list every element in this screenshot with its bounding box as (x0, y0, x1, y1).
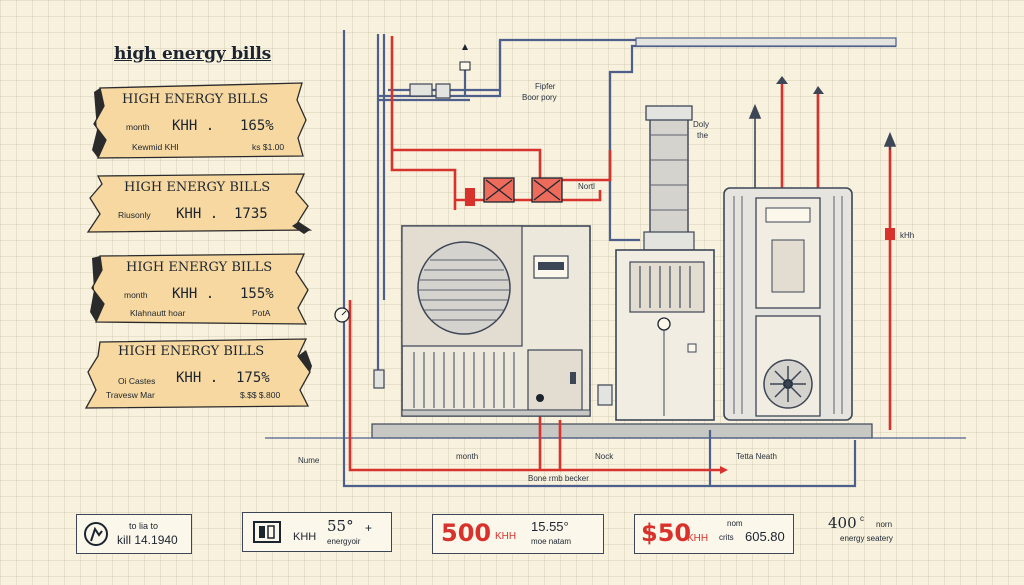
stat-value: 15.55° (531, 519, 569, 534)
torn-paper-shape (92, 82, 307, 159)
diagram-label: Nock (595, 452, 614, 461)
card-title: HIGH ENERGY BILLS (122, 92, 269, 107)
stat-value: 605.80 (745, 529, 785, 544)
stat-big-value: 400 (828, 514, 857, 532)
red-pipe-network (348, 36, 892, 472)
diagram-label: the (697, 131, 709, 140)
equipment-base-platform (371, 423, 873, 439)
card-label: Oi Castes (118, 376, 156, 386)
stat-small: nom (727, 519, 743, 528)
stat-unit: KHH (293, 531, 317, 543)
card-label: month (124, 290, 148, 300)
stat-label: to lia to (129, 521, 159, 531)
torn-paper-shape (84, 338, 312, 409)
stat-box: to lia to kill 14.1940 (76, 514, 192, 554)
heat-pump-unit (723, 187, 853, 421)
meter-icon (253, 521, 281, 543)
card-value: 155% (240, 286, 274, 302)
stat-big-value: $50 (641, 519, 692, 547)
card-unit: KHH . (176, 370, 219, 386)
diagram-label: Boor pory (522, 93, 557, 102)
stat-value: kill 14.1940 (117, 533, 178, 547)
torn-paper-shape (86, 173, 312, 234)
card-footer-left: Kewmid KHI (132, 142, 179, 152)
card-title: HIGH ENERGY BILLS (124, 180, 271, 195)
bill-card: HIGH ENERGY BILLS Riusonly KHH . 1735 (84, 170, 312, 234)
bill-card: HIGH ENERGY BILLS month KHH . 165% Kewmi… (92, 80, 310, 160)
card-footer-right: $.$$ $.800 (240, 390, 281, 400)
pump-icon (84, 522, 108, 546)
stat-small: energy seatery (840, 534, 893, 543)
diagram-label: Nortl (578, 182, 595, 191)
red-valve-right (531, 177, 563, 203)
card-footer-right: PotA (252, 308, 271, 318)
page-title: high energy bills (114, 44, 272, 64)
card-title: HIGH ENERGY BILLS (118, 344, 265, 359)
card-footer-right: ks $1.00 (252, 142, 285, 152)
stat-unit: KHH (687, 533, 709, 544)
diagram-label: Nume (298, 456, 320, 465)
card-unit: KHH . (172, 118, 215, 134)
pressure-gauge (334, 307, 350, 323)
stat-box: KHH 55° + energyoir (242, 512, 392, 552)
stat-sup: c (860, 514, 864, 523)
bill-card: HIGH ENERGY BILLS Oi Castes KHH . 175% T… (84, 336, 312, 410)
stat-box: $50 KHH nom crits 605.80 (634, 514, 794, 554)
stat-free-text: 400 c norn energy seatery (828, 514, 948, 554)
stat-big-value: 55° (327, 517, 354, 535)
bill-card: HIGH ENERGY BILLS month KHH . 155% Klahn… (90, 250, 312, 326)
stat-small: moe natam (531, 537, 572, 546)
diagram-label: Tetta Neath (736, 452, 777, 461)
diagram-label: kHh (900, 231, 915, 240)
card-unit: KHH . (172, 286, 215, 302)
card-unit: KHH . (176, 206, 219, 222)
card-title: HIGH ENERGY BILLS (126, 260, 273, 275)
card-value: 165% (240, 118, 274, 134)
card-footer-left: Travesw Mar (106, 390, 155, 400)
pipe-fittings (373, 83, 613, 406)
outdoor-condenser-unit (401, 225, 591, 417)
torn-paper-shape (90, 253, 309, 325)
furnace-unit (615, 249, 715, 421)
card-value: 175% (236, 370, 270, 386)
diagram-label: Fipfer (535, 82, 556, 91)
airflow-arrows (748, 103, 897, 190)
card-value: 1735 (234, 206, 268, 222)
card-label: month (126, 122, 150, 132)
stat-unit: KHH (495, 531, 517, 542)
card-footer-left: Klahnautt hoar (130, 308, 186, 318)
stat-small: energyoir (327, 537, 361, 546)
exhaust-chimney (643, 105, 695, 251)
diagram-label: Doly (693, 120, 710, 129)
stat-big-value: 500 (441, 519, 492, 547)
stat-box: 500 KHH 15.55° moe natam (432, 514, 604, 554)
stat-sup: + (365, 521, 373, 535)
diagram-label: month (456, 452, 479, 461)
red-valve-left (483, 177, 515, 203)
diagram-label: Bone rmb becker (528, 474, 589, 483)
stat-small: crits (719, 533, 734, 542)
card-label: Riusonly (118, 210, 151, 220)
stat-small: norn (876, 520, 893, 529)
